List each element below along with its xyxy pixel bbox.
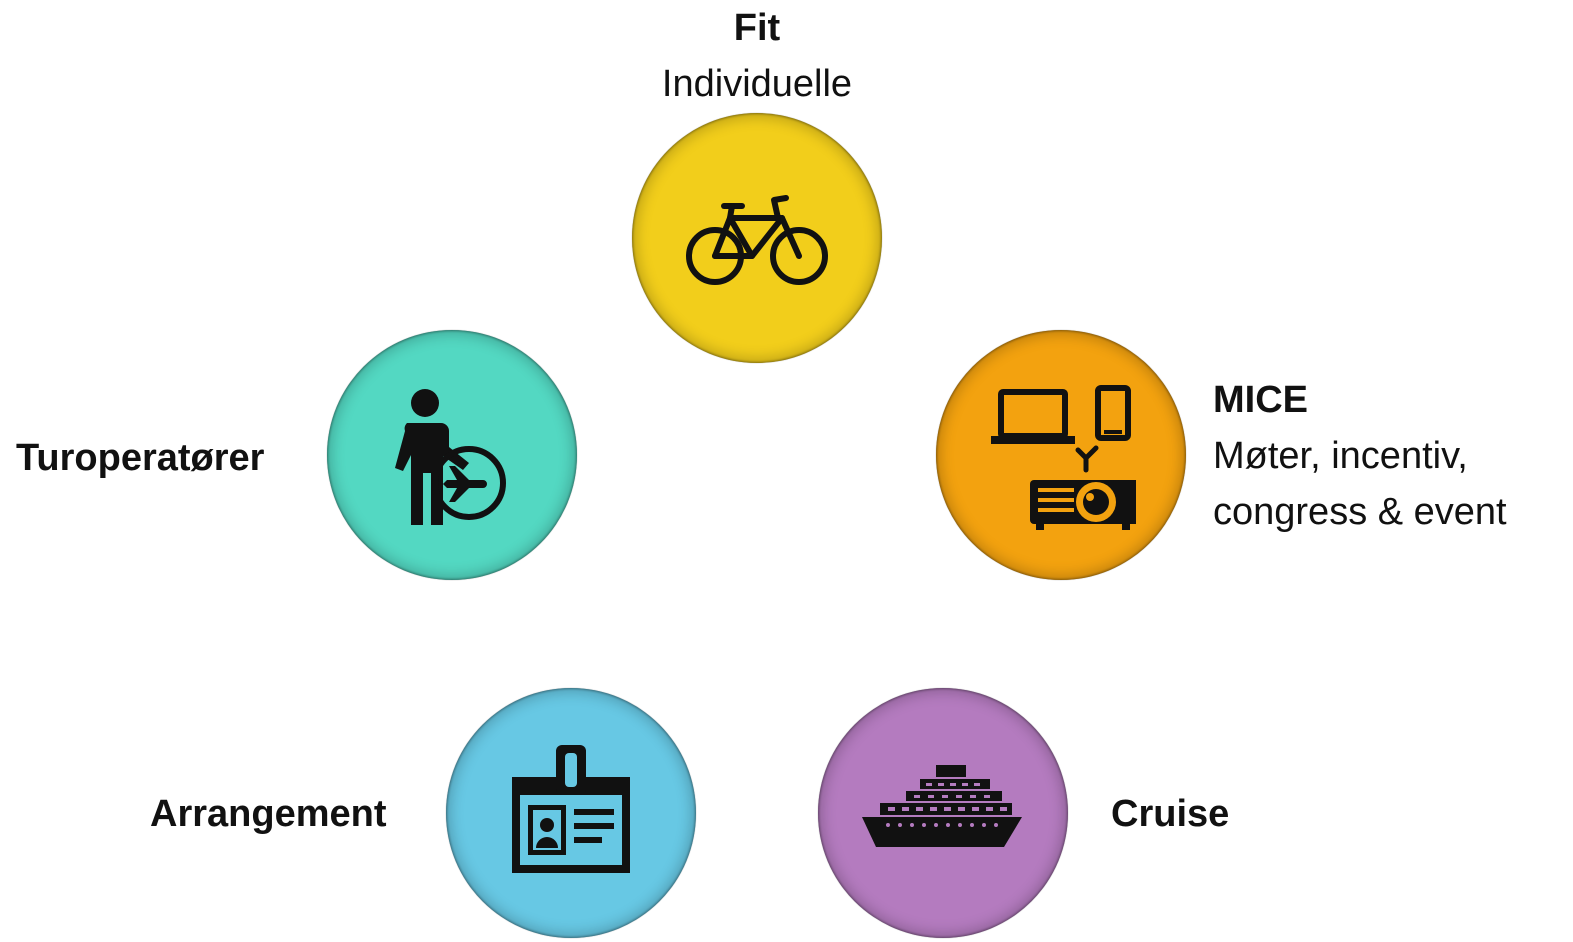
mice-circle <box>936 330 1186 580</box>
cruise-title: Cruise <box>1111 793 1230 835</box>
mice-subtitle-line2: congress & event <box>1213 491 1507 533</box>
fit-title: Fit <box>733 7 781 49</box>
turoperatorer-circle <box>327 330 577 580</box>
cruise-ship-icon <box>862 765 1022 847</box>
turoperatorer-label: Turoperatører <box>16 430 264 486</box>
mice-title: MICE <box>1213 379 1308 421</box>
conference-devices-icon <box>991 385 1136 530</box>
mice-subtitle-line1: Møter, incentiv, <box>1213 435 1468 477</box>
fit-label: Fit Individuelle <box>632 0 882 112</box>
turoperatorer-title: Turoperatører <box>16 437 265 479</box>
arrangement-label: Arrangement <box>150 786 387 842</box>
arrangement-circle <box>446 688 696 938</box>
cruise-circle <box>818 688 1068 938</box>
fit-subtitle: Individuelle <box>661 63 853 105</box>
id-badge-icon <box>512 745 630 873</box>
arrangement-title: Arrangement <box>150 793 387 835</box>
fit-circle <box>632 113 882 363</box>
bicycle-icon <box>686 195 828 285</box>
mice-label: MICE Møter, incentiv, congress & event <box>1213 372 1507 540</box>
traveler-luggage-icon <box>395 389 506 525</box>
cruise-label: Cruise <box>1111 786 1229 842</box>
